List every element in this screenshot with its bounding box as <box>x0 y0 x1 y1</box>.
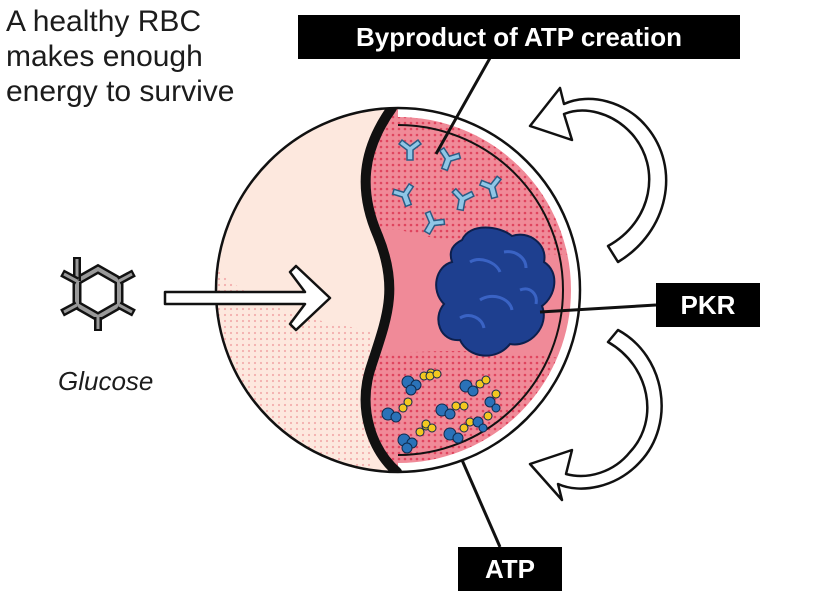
glucose-arrow-icon <box>163 264 332 332</box>
caption-line-2: makes enough <box>6 40 203 73</box>
lower-cycle-arrow-icon <box>528 328 663 502</box>
caption-line-3: energy to survive <box>6 75 235 108</box>
pkr-leader-line <box>539 303 657 314</box>
atp-label: ATP <box>458 547 562 591</box>
pkr-label: PKR <box>656 283 760 327</box>
pkr-enzyme <box>435 226 556 357</box>
glucose-label: Glucose <box>58 366 154 396</box>
upper-cycle-arrow-icon <box>528 86 668 264</box>
cell-outline <box>214 106 582 474</box>
atp-leader-line <box>460 459 502 548</box>
caption-line-1: A healthy RBC <box>6 5 202 38</box>
byproduct-molecules <box>391 138 503 236</box>
caption: A healthy RBC makes enough energy to sur… <box>6 4 306 109</box>
byproduct-label: Byproduct of ATP creation <box>298 15 740 59</box>
atp-molecules <box>381 368 501 454</box>
byproduct-leader-line <box>434 57 492 155</box>
glucose-icon <box>60 257 136 331</box>
